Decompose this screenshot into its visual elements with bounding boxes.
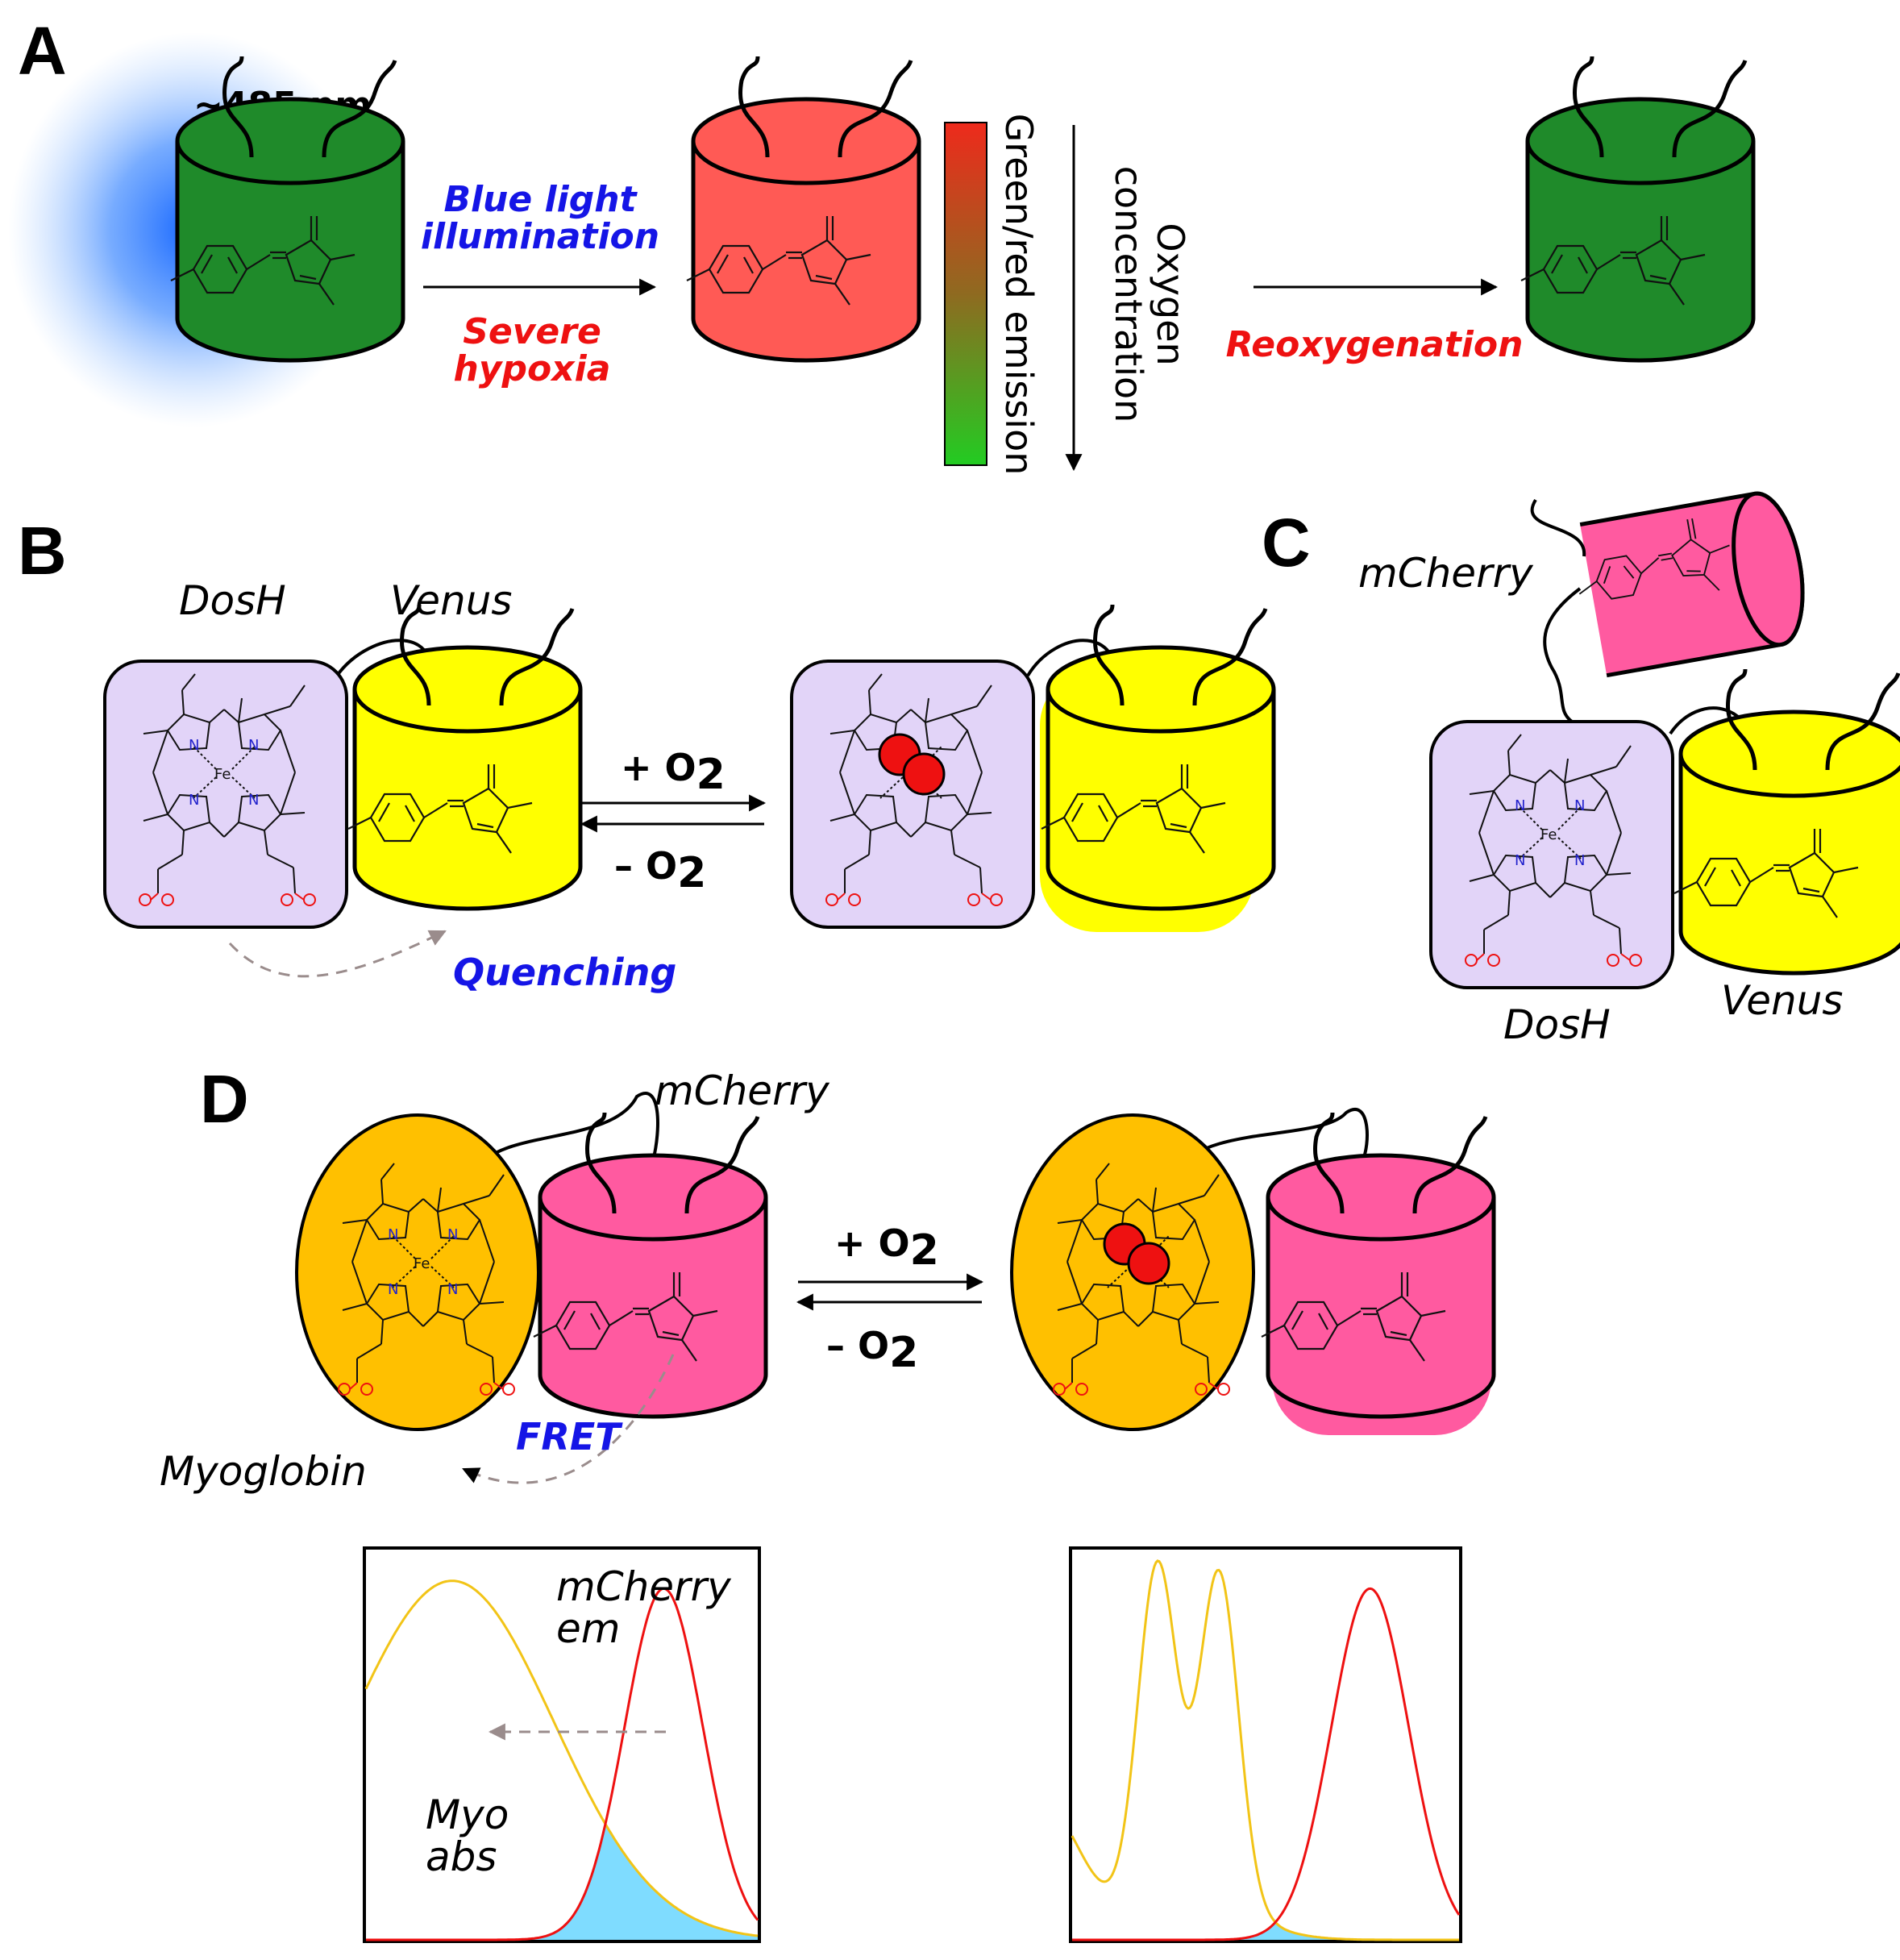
myoglobin-ellipse <box>295 1113 540 1431</box>
panel-label-d: D <box>200 1061 249 1137</box>
emission-gradient-bar <box>944 122 987 466</box>
red-fp-barrel <box>685 56 921 363</box>
quenching-label: Quenching <box>453 951 676 994</box>
myoglobin-label: Myoglobin <box>160 1448 367 1495</box>
mcherry-barrel-d <box>532 1112 768 1419</box>
step1-bottom-line1: Severe <box>463 311 601 352</box>
spectrum-box-oxy <box>1069 1546 1462 1943</box>
fret-label: FRET <box>516 1415 623 1459</box>
venus-label-c: Venus <box>1721 977 1843 1024</box>
step1-top-line2: illumination <box>421 216 659 257</box>
plus-o2-b: + O2 <box>621 746 725 799</box>
reoxygenation-label: Reoxygenation <box>1226 324 1524 365</box>
mcherry-label-d: mCherry <box>655 1067 830 1114</box>
panel-label-c: C <box>1262 505 1311 581</box>
svg-text:N: N <box>248 737 259 754</box>
svg-text:N: N <box>248 792 259 809</box>
myo-abs-label-2: abs <box>426 1833 497 1880</box>
plus-o2-d: + O2 <box>834 1221 939 1275</box>
absorbance-curve <box>364 1579 759 1937</box>
oxygen-label-line1: Oxygen <box>1149 223 1192 365</box>
svg-text:N: N <box>447 1281 458 1298</box>
spectrum-oxy <box>1071 1559 1461 1941</box>
heme-atom-labels: N N N N Fe <box>388 1226 458 1298</box>
svg-text:N: N <box>388 1226 398 1243</box>
green-fp-barrel-reoxygenated <box>1520 56 1756 363</box>
oxygen-label-line2: concentration <box>1107 166 1150 423</box>
dosh-label-c: DosH <box>1503 1001 1611 1048</box>
svg-text:N: N <box>1515 852 1525 869</box>
mcherry-barrel <box>1569 491 1805 678</box>
svg-text:N: N <box>189 737 199 754</box>
green-fp-barrel <box>169 56 405 363</box>
venus-barrel-quenched <box>347 604 583 911</box>
svg-text:N: N <box>1515 797 1525 814</box>
venus-barrel-c <box>1673 668 1900 976</box>
mcherry-label-c: mCherry <box>1358 550 1534 597</box>
myo-abs-label-1: Myo <box>426 1791 509 1838</box>
spectrum-deoxy <box>364 1579 759 1941</box>
quenching-arrow <box>228 930 447 978</box>
svg-text:Fe: Fe <box>1540 826 1557 843</box>
mcherry-barrel-fluorescent <box>1260 1112 1496 1419</box>
minus-o2-d: – O2 <box>826 1324 918 1377</box>
emission-curve <box>1072 1587 1461 1941</box>
svg-text:N: N <box>189 792 199 809</box>
svg-text:Fe: Fe <box>214 766 231 783</box>
emission-curve <box>366 1588 759 1941</box>
step1-top-line1: Blue light <box>443 179 638 220</box>
svg-text:N: N <box>447 1226 458 1243</box>
mcherry-em-label-1: mCherry <box>556 1563 732 1610</box>
svg-text:N: N <box>1574 797 1585 814</box>
step1-bottom-line2: hypoxia <box>454 348 611 389</box>
dosh-box <box>103 660 348 929</box>
minus-o2-b: – O2 <box>614 844 706 897</box>
heme-atom-labels: N N N N Fe <box>189 737 259 809</box>
svg-text:N: N <box>388 1281 398 1298</box>
absorbance-curve <box>1071 1559 1459 1941</box>
svg-text:Fe: Fe <box>414 1255 430 1272</box>
svg-text:N: N <box>1574 852 1585 869</box>
panel-label-b: B <box>18 513 67 589</box>
dosh-label: DosH <box>179 577 286 624</box>
venus-barrel-fluorescent <box>1040 604 1276 911</box>
panel-label-a: A <box>18 13 67 89</box>
dosh-box-oxy <box>790 660 1035 929</box>
overlap-fill <box>366 1825 758 1940</box>
gradient-label: Green/red emission <box>997 114 1041 476</box>
mcherry-em-label-2: em <box>556 1605 620 1652</box>
heme-atom-labels: N N N N Fe <box>1515 797 1585 869</box>
dosh-box-c <box>1429 720 1674 989</box>
spectrum-box-deoxy <box>363 1546 761 1943</box>
